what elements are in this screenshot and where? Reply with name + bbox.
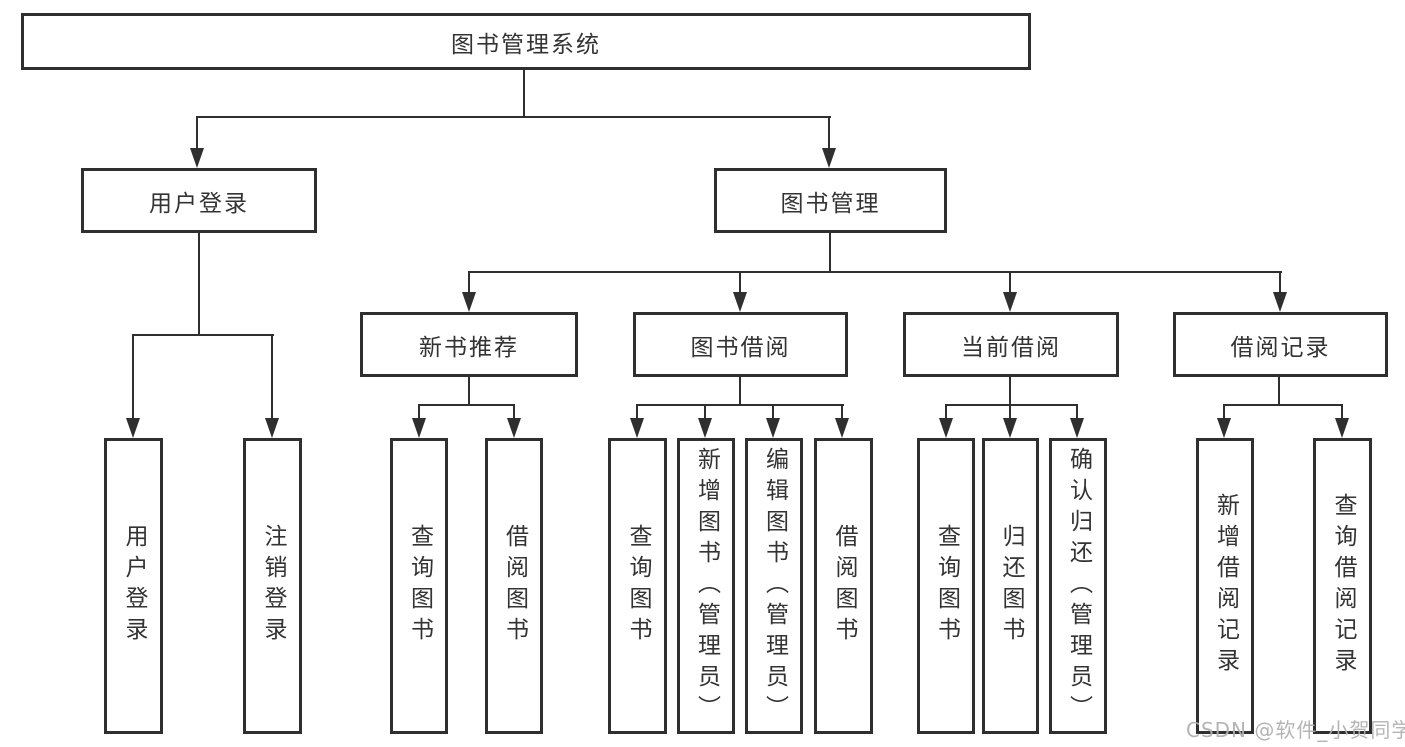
arrowhead-cb-return: [1003, 418, 1017, 438]
leaf-bb-add-books-admin-label: 新增图书（管理员）: [693, 446, 720, 726]
connector-root-stem: [523, 69, 525, 118]
connector-drop-br-query: [1341, 404, 1343, 420]
connector-drop-nbr-query: [418, 404, 420, 420]
leaf-bb-borrow-books: 借阅图书: [814, 438, 873, 734]
connector-bb-branch: [636, 404, 844, 406]
connector-drop-nbr-borrow: [513, 404, 515, 420]
connector-bb-stem: [739, 376, 741, 406]
leaf-bb-add-books-admin: 新增图书（管理员）: [677, 438, 735, 734]
leaf-cb-return-books: 归还图书: [982, 438, 1039, 734]
node-borrow-records: 借阅记录: [1173, 312, 1388, 377]
connector-nbr-stem: [468, 376, 470, 406]
connector-drop-cb-query: [945, 404, 947, 420]
arrowhead-new-book-recommend: [462, 292, 476, 312]
arrowhead-bb-query: [630, 418, 644, 438]
arrowhead-bb-add: [698, 418, 712, 438]
connector-drop-cb-return: [1009, 404, 1011, 420]
node-book-management-label: 图书管理: [780, 190, 881, 217]
node-book-borrow-label: 图书借阅: [690, 334, 791, 361]
leaf-bb-query-books: 查询图书: [608, 438, 667, 734]
connector-drop-ul-logout: [271, 334, 273, 420]
connector-drop-user-login: [196, 116, 198, 150]
arrowhead-bb-borrow: [835, 418, 849, 438]
connector-drop-ul-user-login: [132, 334, 134, 420]
connector-drop-book-borrow: [739, 271, 741, 294]
leaf-br-query-borrow-record: 查询借阅记录: [1313, 438, 1372, 734]
leaf-br-add-borrow-record: 新增借阅记录: [1196, 438, 1254, 734]
arrowhead-cb-query: [939, 418, 953, 438]
node-user-login-label: 用户登录: [149, 190, 249, 217]
connector-user-login-stem: [198, 232, 200, 336]
leaf-user-login: 用户登录: [104, 438, 163, 734]
leaf-cb-query-books: 查询图书: [917, 438, 975, 734]
connector-drop-borrow-records: [1279, 271, 1281, 294]
leaf-nbr-borrow-books-label: 借阅图书: [501, 524, 528, 648]
connector-drop-bb-query: [636, 404, 638, 420]
node-root: 图书管理系统: [21, 13, 1031, 70]
node-book-management: 图书管理: [714, 168, 947, 233]
connector-user-login-branch: [132, 334, 274, 336]
connector-drop-book-management: [828, 116, 830, 150]
node-root-label: 图书管理系统: [451, 31, 601, 58]
connector-drop-br-add: [1223, 404, 1225, 420]
node-book-borrow: 图书借阅: [633, 312, 848, 377]
arrowhead-bb-edit: [766, 418, 780, 438]
connector-br-stem: [1278, 376, 1280, 406]
leaf-logout-login: 注销登录: [243, 438, 302, 734]
leaf-nbr-borrow-books: 借阅图书: [485, 438, 543, 734]
node-current-borrow: 当前借阅: [903, 312, 1119, 377]
leaf-cb-confirm-return-admin-label: 确认归还（管理员）: [1065, 446, 1092, 726]
connector-book-management-branch: [468, 271, 1282, 273]
leaf-cb-query-books-label: 查询图书: [933, 524, 960, 648]
node-new-book-recommend: 新书推荐: [360, 312, 578, 377]
connector-nbr-branch: [418, 404, 515, 406]
connector-drop-cb-confirm: [1076, 404, 1078, 420]
connector-book-management-stem: [829, 232, 831, 273]
leaf-bb-query-books-label: 查询图书: [625, 524, 651, 648]
arrowhead-ul-user-login: [126, 418, 140, 438]
connector-drop-bb-add: [704, 404, 706, 420]
arrowhead-current-borrow: [1003, 292, 1017, 312]
arrowhead-br-query: [1335, 418, 1349, 438]
connector-cb-stem: [1009, 376, 1011, 406]
leaf-cb-confirm-return-admin: 确认归还（管理员）: [1049, 438, 1107, 734]
node-current-borrow-label: 当前借阅: [961, 334, 1061, 361]
arrowhead-book-management: [822, 148, 836, 168]
leaf-cb-return-books-label: 归还图书: [998, 524, 1024, 648]
node-new-book-recommend-label: 新书推荐: [419, 334, 519, 361]
leaf-nbr-query-books: 查询图书: [390, 438, 448, 734]
leaf-bb-borrow-books-label: 借阅图书: [831, 524, 857, 648]
arrowhead-ul-logout: [265, 418, 279, 438]
arrowhead-user-login: [190, 148, 204, 168]
connector-drop-bb-edit: [772, 404, 774, 420]
arrowhead-borrow-records: [1273, 292, 1287, 312]
leaf-logout-login-label: 注销登录: [260, 524, 286, 648]
arrowhead-cb-confirm: [1070, 418, 1084, 438]
leaf-user-login-label: 用户登录: [121, 524, 147, 648]
connector-drop-current-borrow: [1009, 271, 1011, 294]
arrowhead-nbr-query: [412, 418, 426, 438]
arrowhead-br-add: [1217, 418, 1231, 438]
leaf-bb-edit-books-admin: 编辑图书（管理员）: [745, 438, 803, 734]
connector-drop-bb-borrow: [841, 404, 843, 420]
node-user-login: 用户登录: [81, 168, 317, 233]
leaf-br-query-borrow-record-label: 查询借阅记录: [1330, 493, 1356, 679]
arrowhead-book-borrow: [733, 292, 747, 312]
leaf-nbr-query-books-label: 查询图书: [406, 524, 433, 648]
leaf-bb-edit-books-admin-label: 编辑图书（管理员）: [761, 446, 788, 726]
node-borrow-records-label: 借阅记录: [1230, 334, 1331, 361]
connector-cb-branch: [945, 404, 1078, 406]
connector-br-branch: [1223, 404, 1343, 406]
csdn-watermark: CSDN @软件_小贺同学: [1186, 718, 1405, 742]
arrowhead-nbr-borrow: [507, 418, 521, 438]
connector-root-branch: [196, 116, 831, 118]
connector-drop-new-book-recommend: [468, 271, 470, 294]
leaf-br-add-borrow-record-label: 新增借阅记录: [1212, 493, 1239, 679]
